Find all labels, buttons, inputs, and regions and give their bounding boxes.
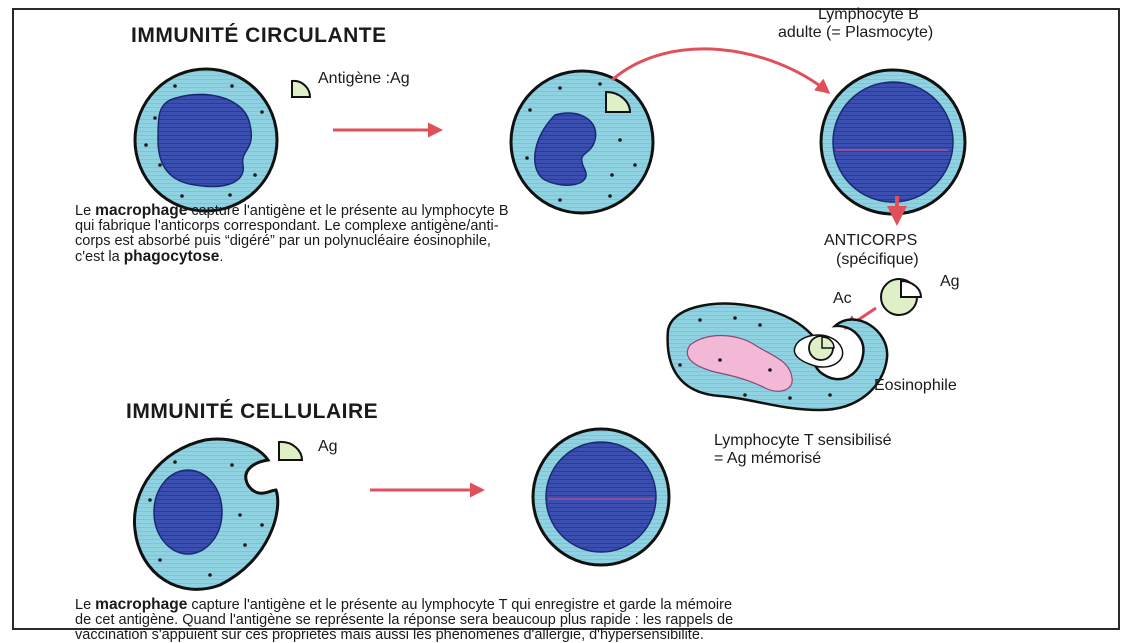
bold-phagocytose: phagocytose (124, 248, 220, 265)
label-antigene: Antigène :Ag (318, 70, 410, 88)
lymphocyte-b-cell (821, 70, 965, 214)
label-ag-cellulaire: Ag (318, 438, 338, 456)
label-lymphocyte-b-2: adulte (= Plasmocyte) (778, 24, 933, 42)
paragraph-circulante: Le macrophage capture l'antigène et le p… (75, 203, 755, 265)
antigen-antibody-complex (881, 279, 921, 315)
label-anticorps-2: (spécifique) (836, 251, 919, 269)
macrophage-cell-3 (134, 439, 277, 589)
label-lymphocyte-t-1: Lymphocyte T sensibilisé (714, 432, 892, 450)
label-ag-complex: Ag (940, 273, 960, 291)
lymphocyte-t-cell (533, 429, 669, 565)
title-immunite-cellulaire: IMMUNITÉ CELLULAIRE (126, 400, 378, 424)
bold-macrophage-2: macrophage (95, 596, 187, 613)
label-ac: Ac (833, 290, 852, 308)
label-eosinophile: Eosinophile (874, 377, 957, 395)
antigen-shape-1 (292, 81, 310, 97)
paragraph-cellulaire: Le macrophage capture l'antigène et le p… (75, 597, 1115, 643)
label-lymphocyte-b-1: Lymphocyte B (818, 6, 919, 24)
title-immunite-circulante: IMMUNITÉ CIRCULANTE (131, 24, 387, 48)
antigen-shape-3 (279, 442, 302, 460)
macrophage-cell-1 (135, 69, 277, 211)
label-lymphocyte-t-2: = Ag mémorisé (714, 450, 821, 468)
bold-macrophage-1: macrophage (95, 202, 187, 219)
eosinophile-cell (668, 304, 888, 410)
label-anticorps-1: ANTICORPS (824, 232, 917, 250)
macrophage-cell-2 (511, 71, 653, 213)
curved-arrow (612, 49, 828, 92)
